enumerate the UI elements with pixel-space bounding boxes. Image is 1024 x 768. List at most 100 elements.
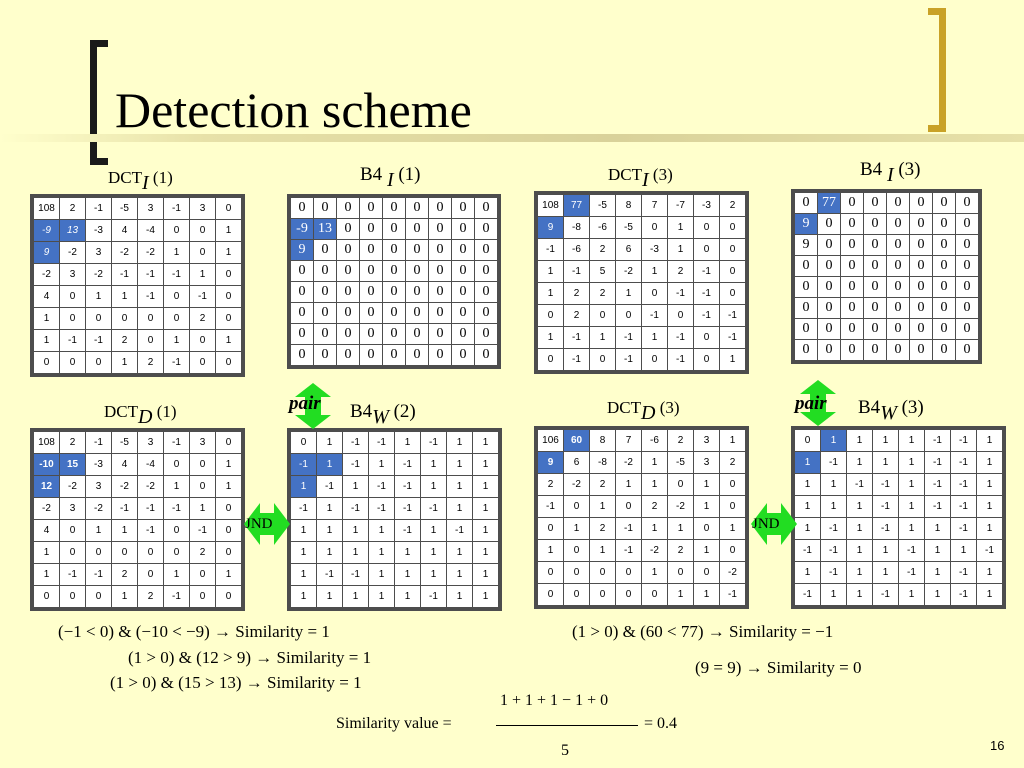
matrix-cell: -2 (59, 475, 86, 498)
matrix-cell: 0 (359, 302, 383, 324)
matrix-cell: 0 (290, 323, 314, 345)
matrix-cell: -1 (163, 585, 190, 608)
matrix-cell: 1 (215, 329, 242, 352)
matrix-cell: 13 (59, 219, 86, 242)
matrix-cell: 0 (886, 234, 910, 256)
matrix-cell: 0 (137, 307, 164, 330)
matrix-cell: 0 (189, 563, 216, 586)
matrix-cell: -1 (846, 473, 873, 496)
matrix-cell: 0 (451, 344, 475, 366)
matrix-cell: -1 (342, 453, 369, 476)
matrix-cell: 0 (428, 302, 452, 324)
matrix-cell: 0 (336, 344, 360, 366)
label-b4-i-3: B4 I (3) (860, 159, 921, 186)
matrix-cell: 2 (563, 282, 590, 305)
matrix-cell: 0 (313, 197, 337, 219)
matrix-cell: -2 (111, 475, 138, 498)
matrix-cell: 2 (667, 539, 694, 562)
matrix-cell: -4 (137, 453, 164, 476)
matrix-cell: 1 (85, 285, 112, 308)
matrix-cell: 1 (215, 453, 242, 476)
matrix-cell: 0 (589, 561, 616, 584)
matrix-cell: 1 (846, 583, 873, 606)
matrix-cell: -1 (342, 497, 369, 520)
matrix-cell: -5 (589, 194, 616, 217)
matrix-cell: -1 (368, 497, 395, 520)
matrix-cell: 0 (215, 351, 242, 374)
matrix-cell: 0 (359, 239, 383, 261)
matrix-cell: 0 (840, 318, 864, 340)
matrix-cell: 0 (667, 561, 694, 584)
matrix-cell: 0 (474, 197, 498, 219)
matrix-cell: 0 (840, 192, 864, 214)
matrix-cell: 0 (886, 318, 910, 340)
matrix-cell: -1 (924, 473, 951, 496)
matrix-cell: 2 (189, 541, 216, 564)
matrix-cell: 0 (336, 302, 360, 324)
matrix-cell: 0 (359, 281, 383, 303)
matrix-cell: 1 (446, 453, 473, 476)
matrix-cell: 1 (342, 519, 369, 542)
matrix-cell: 7 (615, 429, 642, 452)
matrix-cell: 1 (33, 541, 60, 564)
matrix-cell: 0 (405, 218, 429, 240)
matrix-cell: -2 (719, 561, 746, 584)
matrix-cell: 1 (368, 585, 395, 608)
matrix-cell: 1 (316, 585, 343, 608)
matrix-cell: -1 (615, 348, 642, 371)
matrix-cell: -9 (290, 218, 314, 240)
matrix-cell: -6 (641, 429, 668, 452)
matrix-cell: -5 (667, 451, 694, 474)
matrix-cell: 1 (641, 561, 668, 584)
matrix-cell: 1 (667, 216, 694, 239)
matrix-cell: 1 (290, 519, 317, 542)
matrix-cell: 1 (846, 517, 873, 540)
matrix-cell: 1 (163, 475, 190, 498)
matrix-cell: 0 (59, 541, 86, 564)
similarity-eq-right-2: (9 = 9) → Similarity = 0 (695, 658, 862, 677)
matrix-cell: -1 (719, 326, 746, 349)
matrix-cell: 0 (59, 351, 86, 374)
matrix-cell: 0 (290, 281, 314, 303)
matrix-cell: 9 (537, 216, 564, 239)
matrix-cell: 0 (163, 219, 190, 242)
matrix-cell: 0 (336, 218, 360, 240)
matrix-cell: 1 (111, 285, 138, 308)
matrix-cell: 1 (846, 451, 873, 474)
matrix-cell: 0 (85, 541, 112, 564)
matrix-cell: 1 (667, 238, 694, 261)
matrix-cell: -8 (589, 451, 616, 474)
matrix-cell: 1 (693, 583, 720, 606)
label-dct-d-3: DCTD (3) (607, 398, 680, 424)
matrix-cell: 0 (215, 541, 242, 564)
matrix-cell: 0 (719, 473, 746, 496)
matrix-cell: -1 (394, 519, 421, 542)
matrix-cell: 2 (719, 194, 746, 217)
matrix-cell: 2 (589, 517, 616, 540)
matrix-cell: -1 (950, 517, 977, 540)
matrix-cell: 0 (189, 351, 216, 374)
matrix-cell: 0 (336, 239, 360, 261)
matrix-cell: 0 (382, 197, 406, 219)
matrix-cell: -1 (394, 475, 421, 498)
matrix-cell: 0 (189, 585, 216, 608)
matrix-cell: -5 (111, 431, 138, 454)
matrix-cell: 1 (163, 241, 190, 264)
matrix-cell: 1 (537, 326, 564, 349)
matrix-cell: 0 (189, 219, 216, 242)
matrix-cell: 0 (932, 339, 956, 361)
matrix-cell: 1 (368, 541, 395, 564)
matrix-cell: -1 (950, 561, 977, 584)
matrix-cell: 106 (537, 429, 564, 452)
matrix-cell: 0 (693, 216, 720, 239)
matrix-cell: 1 (368, 519, 395, 542)
matrix-cell: 0 (840, 213, 864, 235)
matrix-cell: -1 (85, 197, 112, 220)
matrix-cell: -2 (33, 497, 60, 520)
title-bracket-right (928, 8, 946, 132)
